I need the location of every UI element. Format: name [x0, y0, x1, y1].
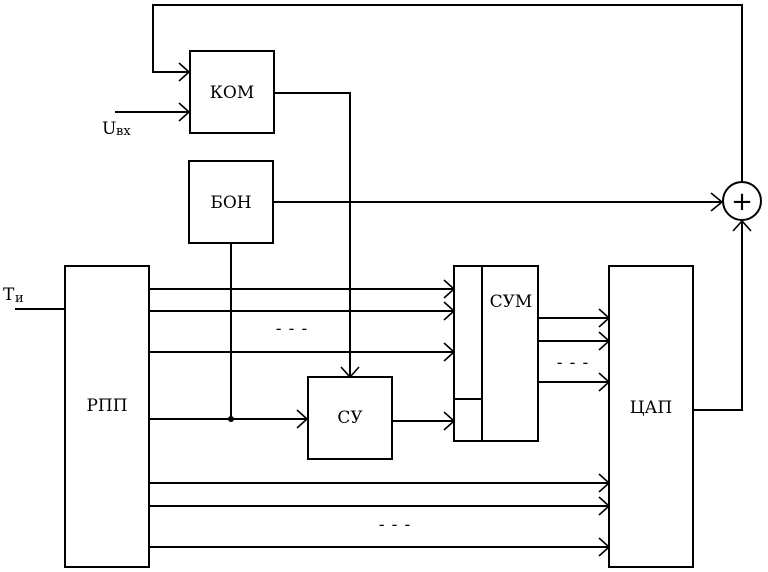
- block-kom-label: КОМ: [210, 83, 255, 103]
- input-t-label: Т и: [3, 285, 24, 306]
- sum-to-cap-bus: - - -: [538, 308, 611, 392]
- input-u-label: U вх: [102, 119, 131, 139]
- junction-dot: [228, 416, 234, 422]
- rpp-to-sum-ellipsis: - - -: [276, 319, 309, 338]
- cap-to-summer-wire: [693, 221, 743, 411]
- block-su: СУ: [307, 376, 393, 460]
- sum-to-cap-ellipsis: - - -: [557, 353, 590, 372]
- svg-text:U: U: [102, 119, 116, 139]
- block-rpp: РПП: [64, 265, 150, 568]
- summing-junction: +: [722, 181, 762, 221]
- block-su-label: СУ: [337, 408, 363, 428]
- block-cap-label: ЦАП: [630, 398, 673, 418]
- block-bon-label: БОН: [210, 193, 251, 213]
- block-bon: БОН: [188, 160, 274, 244]
- block-sum: СУМ: [453, 265, 539, 442]
- block-cap: ЦАП: [608, 265, 694, 568]
- summing-junction-symbol: +: [731, 187, 753, 217]
- block-kom: КОМ: [189, 50, 275, 134]
- svg-text:вх: вх: [116, 124, 131, 139]
- rpp-to-sum-bus: - - -: [149, 279, 456, 362]
- block-sum-label: СУМ: [490, 292, 533, 312]
- rpp-to-cap-ellipsis: - - -: [379, 515, 412, 534]
- feedback-wire: [152, 4, 743, 182]
- rpp-to-cap-bus: - - -: [149, 473, 611, 557]
- block-rpp-label: РПП: [86, 396, 127, 416]
- svg-text:Т: Т: [3, 285, 15, 305]
- kom-to-su-wire: [274, 92, 351, 376]
- svg-text:и: и: [15, 291, 24, 306]
